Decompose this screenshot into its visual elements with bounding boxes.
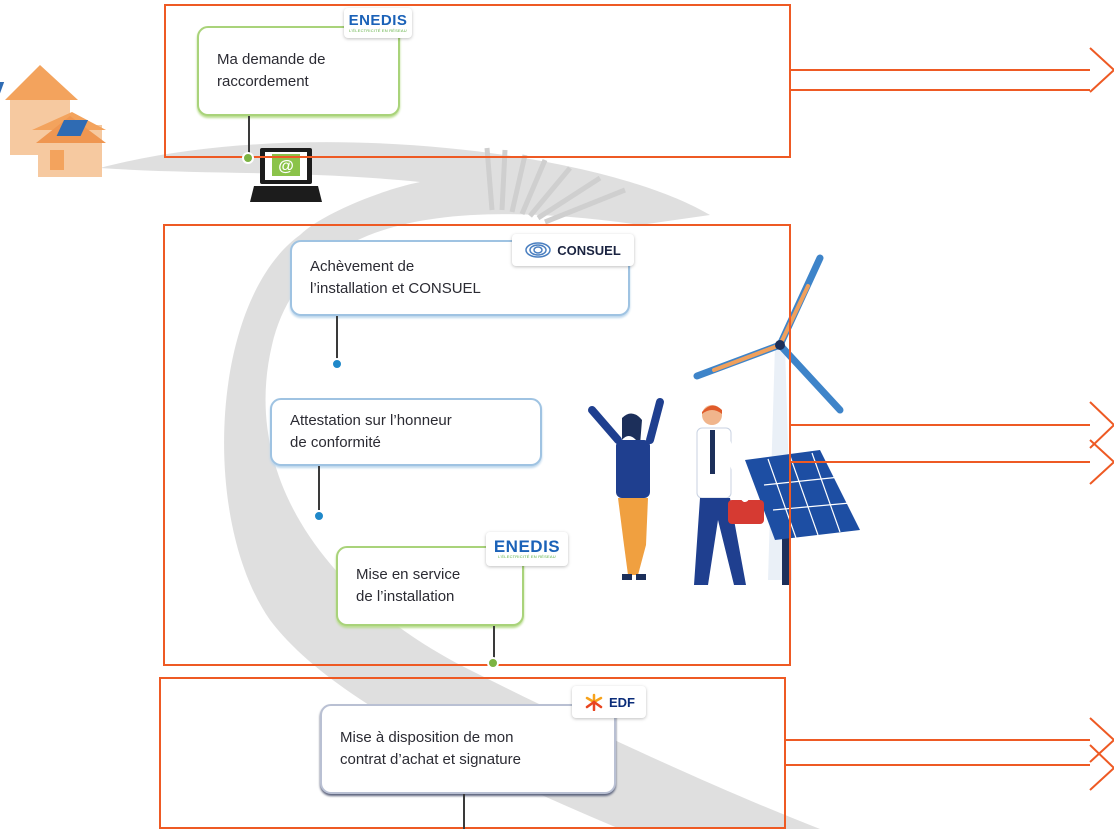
connector-line [463,794,465,829]
enedis-logo-tagline: L’ÉLECTRICITÉ EN RÉSEAU [498,554,556,559]
enedis-logo-text: ENEDIS [348,12,408,29]
edf-flower-icon [585,693,603,711]
step-raccordement: Ma demande de raccordement [197,26,400,116]
consuel-mark-icon [525,242,551,258]
edf-logo-text: EDF [609,694,635,710]
step-contrat: Mise à disposition de mon contrat d’acha… [320,704,616,794]
sunburst-icon [484,147,626,225]
step-dot [331,358,343,370]
consuel-logo: CONSUEL [512,234,634,266]
house-solar-icon [0,65,106,177]
enedis-logo-tagline: L’ÉLECTRICITÉ EN RÉSEAU [349,28,407,33]
road-path [100,142,820,829]
step-dot [242,152,254,164]
edf-logo: EDF [572,686,646,718]
arrows-right-icon [785,47,1114,791]
solar-panel-icon [745,450,860,585]
connector-line [336,316,338,360]
connector-line [248,116,250,158]
step-attestation: Attestation sur l’honneur de conformité [270,398,542,466]
connector-line [318,466,320,510]
svg-text:@: @ [278,158,294,175]
step-dot [487,657,499,669]
enedis-logo: ENEDIS L’ÉLECTRICITÉ EN RÉSEAU [486,532,568,566]
connector-line [493,626,495,662]
highlight-box-installation [163,224,791,666]
step-dot [313,510,325,522]
highlight-box-contrat [159,677,786,829]
consuel-logo-text: CONSUEL [557,242,621,258]
enedis-logo-text: ENEDIS [493,537,561,556]
highlight-box-raccordement [164,4,791,158]
person-woman-icon [588,398,664,580]
enedis-logo: ENEDIS L’ÉLECTRICITÉ EN RÉSEAU [344,8,412,38]
person-man-icon [694,405,764,585]
